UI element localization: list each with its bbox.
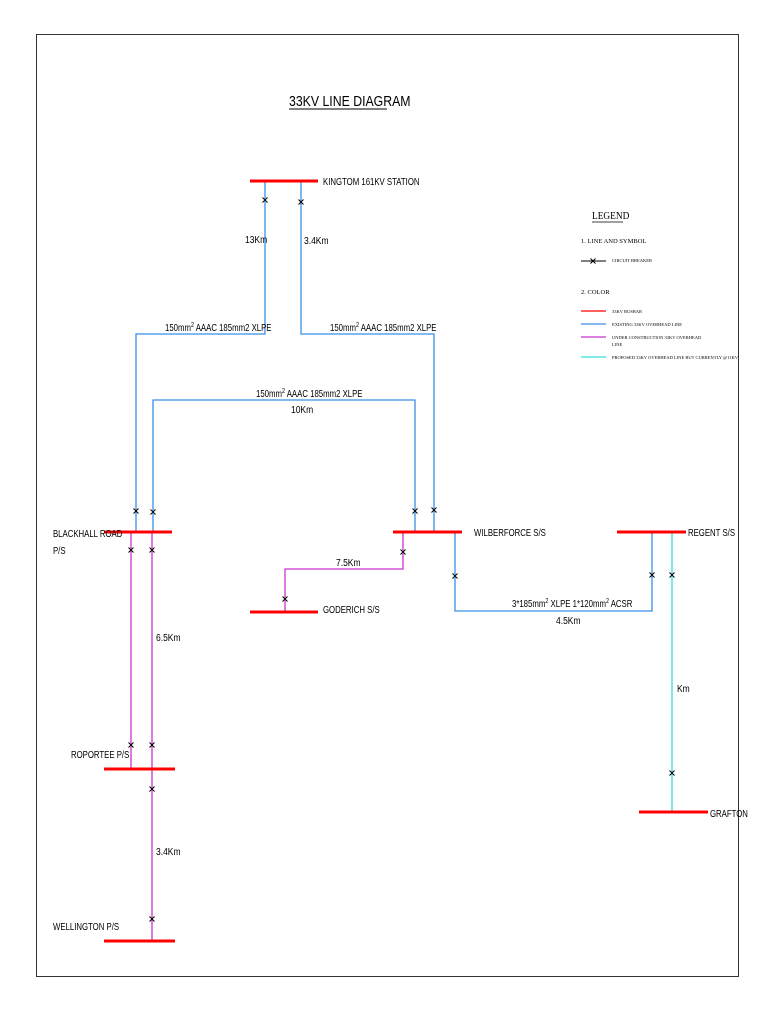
- regent-distance: 4.5Km: [556, 615, 581, 626]
- blackhall-label-line1: BLACKHALL ROAD: [53, 528, 123, 539]
- blackhall-wilberforce-line: [152, 399, 416, 532]
- breaker-icon: [400, 549, 406, 555]
- left-vertical-distance: 13Km: [245, 234, 267, 245]
- busbars: [104, 179, 708, 943]
- breaker-icon: [282, 596, 288, 602]
- left-cable-spec: 150mm2 AAAC 185mm2 XLPE: [165, 321, 272, 333]
- legend: LEGEND 1. LINE AND SYMBOL CIRCUIT BREAKE…: [581, 210, 739, 360]
- wellington-distance: 3.4Km: [156, 846, 181, 857]
- breaker-icon: [149, 786, 155, 792]
- legend-construction-label-line2: LINE: [612, 342, 622, 347]
- wilberforce-label: WILBERFORCE S/S: [474, 527, 546, 538]
- grafton-distance: Km: [677, 683, 690, 694]
- breaker-icon: [669, 572, 675, 578]
- breaker-icon: [431, 507, 437, 513]
- line-labels: 13Km 3.4Km 150mm2 AAAC 185mm2 XLPE 150mm…: [156, 234, 690, 857]
- breaker-icon: [412, 508, 418, 514]
- legend-breaker-label: CIRCUIT BREAKER: [612, 258, 652, 263]
- breaker-icon: [128, 547, 134, 553]
- legend-existing-label: EXISTING 33KV OVERHEAD LINE: [612, 322, 682, 327]
- breaker-icon: [149, 547, 155, 553]
- diagram-title: 33KV LINE DIAGRAM: [289, 93, 411, 109]
- legend-section-color: 2. COLOR: [581, 289, 610, 296]
- roportee-distance: 6.5Km: [156, 632, 181, 643]
- breaker-icon: [669, 770, 675, 776]
- kingtom-wilberforce-line: [300, 181, 435, 532]
- wilberforce-regent-line: [454, 532, 653, 612]
- breaker-icon: [298, 199, 304, 205]
- goderich-distance: 7.5Km: [336, 557, 361, 568]
- roportee-label: ROPORTEE P/S: [71, 749, 129, 760]
- construction-lines: [130, 532, 404, 941]
- legend-busbar-label: 33KV BUSBAR: [612, 309, 642, 314]
- regent-cable-spec: 3*185mm2 XLPE 1*120mm2 ACSR: [512, 597, 633, 609]
- legend-heading: LEGEND: [592, 210, 629, 222]
- breaker-icon: [452, 573, 458, 579]
- legend-breaker-icon: [590, 258, 596, 264]
- grafton-label: GRAFTON: [710, 808, 748, 819]
- drawing-frame: [36, 34, 739, 977]
- wilberforce-goderich-line: [284, 532, 404, 612]
- right-cable-spec: 150mm2 AAAC 185mm2 XLPE: [330, 321, 437, 333]
- regent-label: REGENT S/S: [688, 527, 735, 538]
- existing-lines: [135, 181, 653, 612]
- breaker-icon: [150, 509, 156, 515]
- breaker-icon: [149, 742, 155, 748]
- breaker-icon: [133, 508, 139, 514]
- legend-proposed-label: PROPOSED 33KV OVERHEAD LINE BUT CURRENTL…: [612, 355, 739, 360]
- circuit-breakers: [128, 197, 675, 922]
- legend-section-line-symbol: 1. LINE AND SYMBOL: [581, 238, 646, 245]
- right-vertical-distance: 3.4Km: [304, 235, 329, 246]
- breaker-icon: [262, 197, 268, 203]
- middle-distance: 10Km: [291, 404, 313, 415]
- breaker-icon: [149, 916, 155, 922]
- wellington-label: WELLINGTON P/S: [53, 921, 119, 932]
- goderich-label: GODERICH S/S: [323, 604, 380, 615]
- middle-cable-spec: 150mm2 AAAC 185mm2 XLPE: [256, 387, 363, 399]
- breaker-icon: [649, 572, 655, 578]
- blackhall-label-line2: P/S: [53, 545, 66, 556]
- legend-construction-label: UNDER CONSTRUCTION 33KV OVERHEAD: [612, 335, 702, 340]
- station-labels: KINGTOM 161KV STATION BLACKHALL ROAD P/S…: [53, 176, 748, 932]
- kingtom-label: KINGTOM 161KV STATION: [323, 176, 420, 187]
- breaker-icon: [128, 742, 134, 748]
- kingtom-blackhall-line: [135, 181, 266, 532]
